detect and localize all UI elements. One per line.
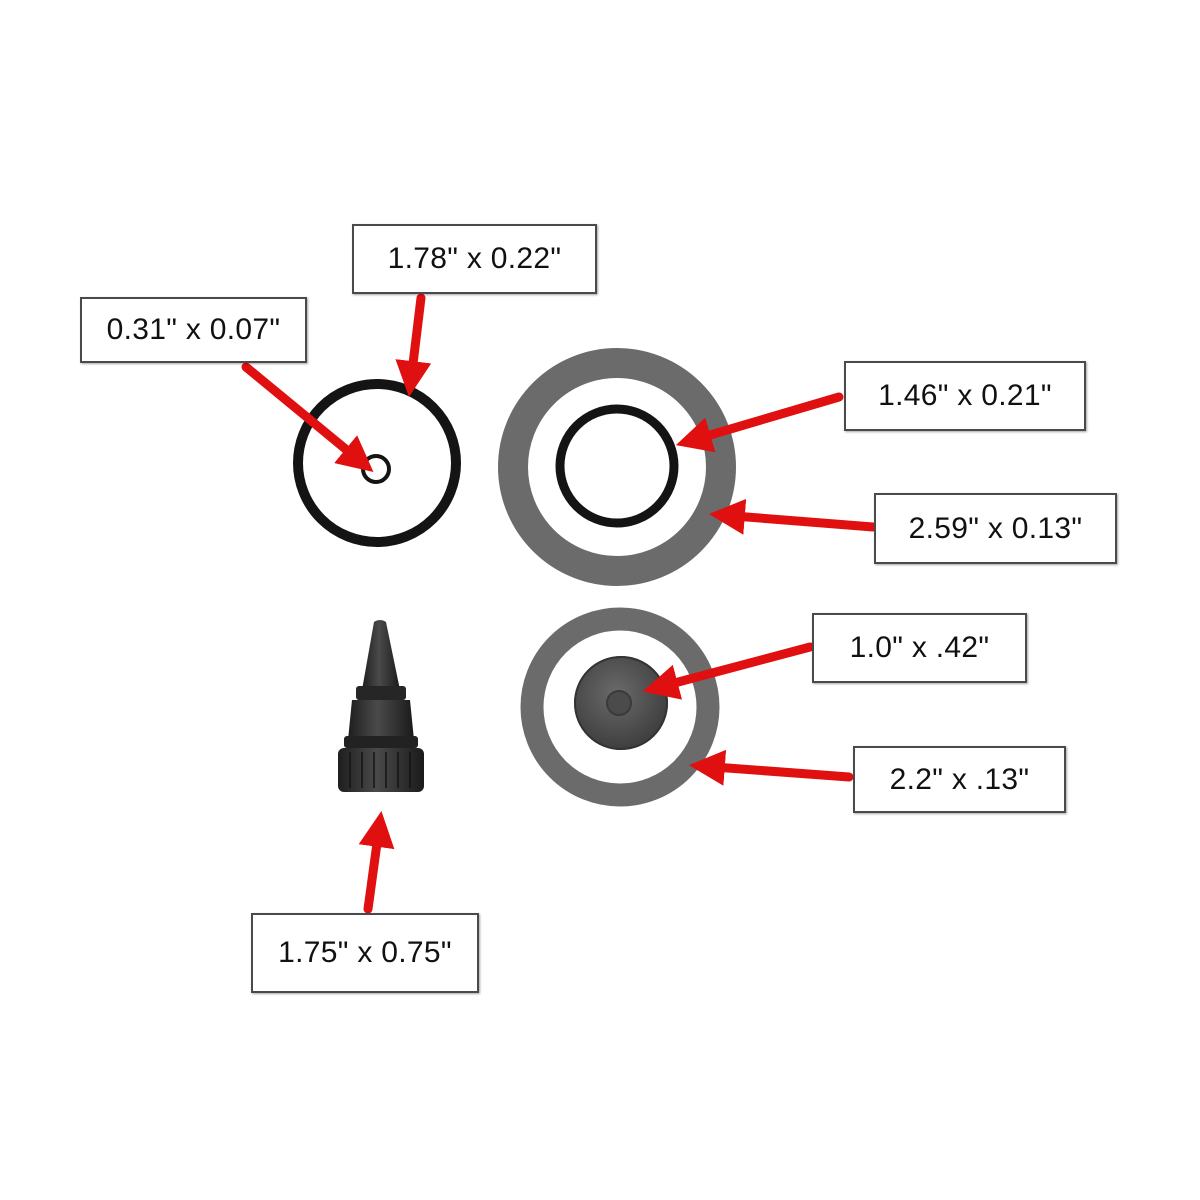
nozzle (338, 620, 424, 792)
label-outer-gasket: 2.59" x 0.13" (874, 493, 1117, 564)
large-oring (293, 379, 461, 547)
label-inner-oring: 1.46" x 0.21" (844, 361, 1086, 431)
valve-disc (574, 656, 668, 750)
label-small-oring: 0.31" x 0.07" (80, 297, 307, 363)
arrow-inner-oring (675, 392, 844, 453)
label-nozzle: 1.75" x 0.75" (251, 913, 479, 993)
outer-gasket (498, 348, 736, 586)
arrow-nozzle (358, 811, 395, 914)
arrow-outer-gasket (708, 498, 878, 535)
inner-oring (555, 404, 679, 528)
arrow-lower-gasket (688, 749, 854, 786)
arrow-valve-disc (642, 642, 815, 700)
label-valve-disc: 1.0" x .42" (812, 613, 1027, 683)
arrow-large-oring (395, 293, 432, 398)
label-lower-gasket: 2.2" x .13" (853, 746, 1066, 813)
lower-gasket (520, 607, 720, 807)
label-large-oring: 1.78" x 0.22" (352, 224, 597, 294)
arrow-small-oring (241, 362, 374, 473)
small-oring (361, 454, 391, 484)
